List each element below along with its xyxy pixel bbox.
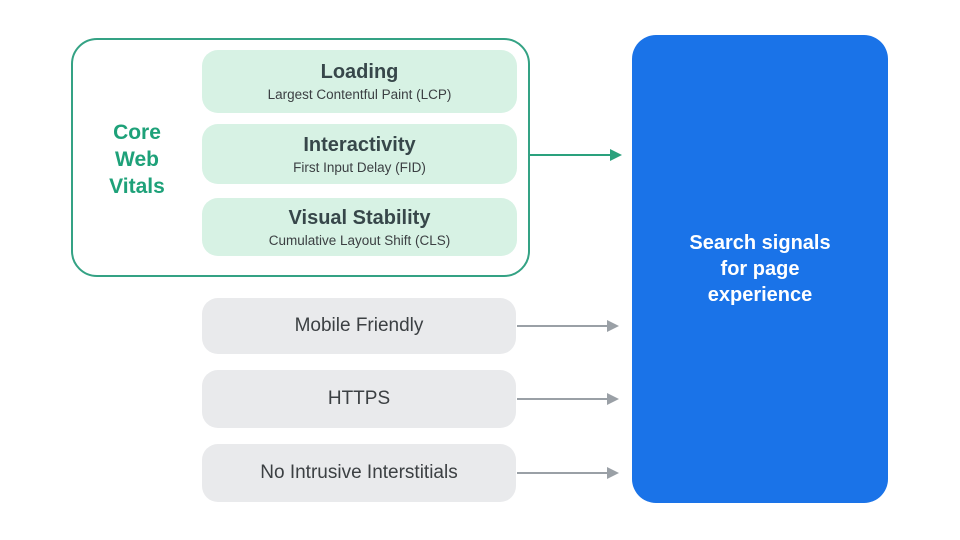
search-signals-text-line: Search signals <box>689 232 831 254</box>
arrow-core-web-vitals-to-search-signals <box>530 149 622 161</box>
core-web-vitals-label-line: Vitals <box>109 175 165 198</box>
arrow-head-icon <box>610 149 622 161</box>
arrow-head-icon <box>607 467 619 479</box>
search-signals-text-line: experience <box>707 284 813 306</box>
vital-subtitle: First Input Delay (FID) <box>293 159 426 175</box>
signal-label: No Intrusive Interstitials <box>260 462 458 483</box>
signal-label: HTTPS <box>327 388 391 409</box>
arrow-https-to-search-signals <box>517 393 619 405</box>
vital-title: Loading <box>320 61 399 83</box>
core-web-vitals-label-line: Core <box>113 121 161 144</box>
search-signals-text-line: for page <box>720 258 800 280</box>
search-signals-box: Search signals for page experience <box>632 35 888 503</box>
arrow-shaft <box>517 398 607 400</box>
arrow-head-icon <box>607 320 619 332</box>
core-web-vitals-label-line: Web <box>115 148 159 171</box>
arrow-head-icon <box>607 393 619 405</box>
signal-card-mobile-friendly: Mobile Friendly <box>202 298 516 354</box>
arrow-mobile-friendly-to-search-signals <box>517 320 619 332</box>
vital-title: Interactivity <box>303 133 416 156</box>
vital-card-interactivity: Interactivity First Input Delay (FID) <box>202 124 517 184</box>
arrow-shaft <box>517 325 607 327</box>
signal-card-https: HTTPS <box>202 370 516 428</box>
vital-card-visual-stability: Visual Stability Cumulative Layout Shift… <box>202 198 517 256</box>
arrow-shaft <box>530 154 610 156</box>
signal-card-no-intrusive-interstitials: No Intrusive Interstitials <box>202 444 516 502</box>
core-web-vitals-label: Core Web Vitals <box>71 119 203 200</box>
arrow-no-intrusive-interstitials-to-search-signals <box>517 467 619 479</box>
vital-subtitle: Cumulative Layout Shift (CLS) <box>268 232 451 248</box>
signal-label: Mobile Friendly <box>294 315 424 336</box>
vital-subtitle: Largest Contentful Paint (LCP) <box>267 87 452 102</box>
vital-card-loading: Loading Largest Contentful Paint (LCP) <box>202 50 517 113</box>
vital-title: Visual Stability <box>288 206 431 229</box>
arrow-shaft <box>517 472 607 474</box>
